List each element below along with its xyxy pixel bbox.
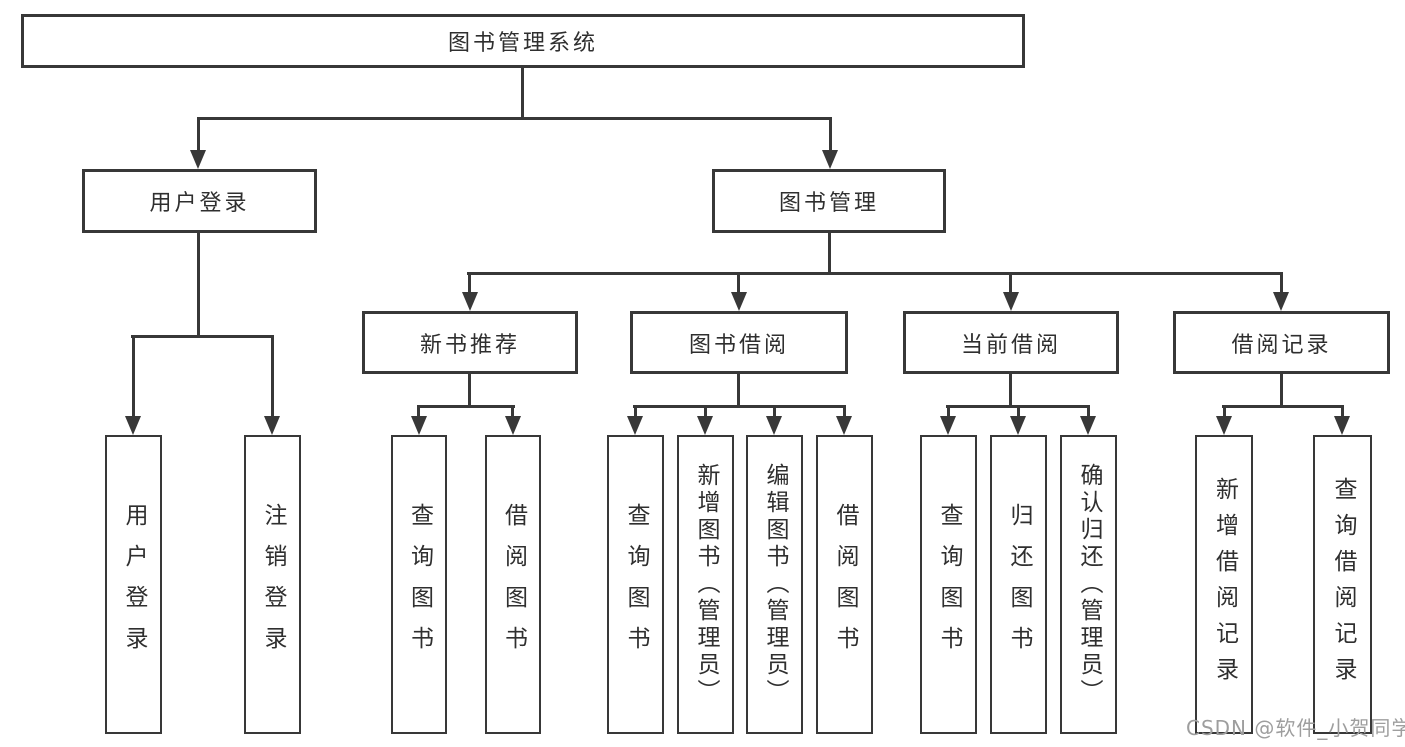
hline [467,272,1282,275]
vline [468,372,471,408]
leaf-label: 编辑图书（管理员） [762,463,788,706]
vline [417,405,420,418]
arrowhead-down-icon [731,292,747,311]
vline [1223,405,1226,418]
arrowhead-down-icon [264,416,280,435]
leaf-label: 注销登录 [260,502,286,667]
arrowhead-down-icon [766,416,782,435]
watermark: CSDN @软件_小贺同学 [1186,716,1405,740]
leaf-query-books-recommend: 查询图书 [391,435,447,734]
vline [197,117,200,153]
vline [468,272,471,295]
node-root-library-system: 图书管理系统 [21,14,1025,68]
vline [829,117,832,153]
hline [417,405,515,408]
arrowhead-down-icon [1216,416,1232,435]
leaf-label: 新增图书（管理员） [693,463,719,706]
vline [197,231,200,338]
leaf-borrow-books-borrowing: 借阅图书 [816,435,873,734]
arrowhead-down-icon [1003,292,1019,311]
leaf-query-books-borrowing: 查询图书 [607,435,664,734]
vline [704,405,707,418]
arrowhead-down-icon [190,150,206,169]
vline [634,405,637,418]
arrowhead-down-icon [1334,416,1350,435]
vline [511,405,514,418]
vline [1280,372,1283,408]
leaf-logout: 注销登录 [244,435,301,734]
leaf-user-login: 用户登录 [105,435,162,734]
vline [1009,372,1012,408]
vline [737,372,740,408]
hline [197,117,831,120]
vline [843,405,846,418]
leaf-return-book: 归还图书 [990,435,1047,734]
leaf-label: 查询图书 [406,502,433,667]
leaf-label: 新增借阅记录 [1211,476,1238,693]
node-new-book-recommend: 新书推荐 [362,311,578,374]
vline [1280,272,1283,295]
leaf-label: 借阅图书 [500,502,527,667]
vline [1017,405,1020,418]
leaf-label: 查询借阅记录 [1330,476,1356,693]
node-book-management: 图书管理 [712,169,946,233]
leaf-label: 确认归还（管理员） [1076,463,1102,706]
hline [633,405,846,408]
hline [131,335,274,338]
leaf-edit-book-admin: 编辑图书（管理员） [746,435,803,734]
leaf-query-books-current: 查询图书 [920,435,977,734]
leaf-add-borrow-record: 新增借阅记录 [1195,435,1253,734]
arrowhead-down-icon [822,150,838,169]
node-book-borrowing: 图书借阅 [630,311,848,374]
leaf-label: 用户登录 [121,502,147,667]
arrowhead-down-icon [940,416,956,435]
node-user-login: 用户登录 [82,169,317,233]
arrowhead-down-icon [627,416,643,435]
leaf-label: 借阅图书 [832,502,858,667]
vline [1009,272,1012,295]
leaf-borrow-books-recommend: 借阅图书 [485,435,541,734]
arrowhead-down-icon [1080,416,1096,435]
arrowhead-down-icon [1273,292,1289,311]
hline [1222,405,1344,408]
arrowhead-down-icon [462,292,478,311]
arrowhead-down-icon [697,416,713,435]
vline [521,66,524,120]
leaf-confirm-return-admin: 确认归还（管理员） [1060,435,1117,734]
vline [828,231,831,275]
arrowhead-down-icon [836,416,852,435]
vline [773,405,776,418]
node-current-borrowing: 当前借阅 [903,311,1119,374]
vline [737,272,740,295]
vline [1341,405,1344,418]
arrowhead-down-icon [1010,416,1026,435]
vline [132,335,135,418]
arrowhead-down-icon [411,416,427,435]
vline [1087,405,1090,418]
vline [271,335,274,418]
leaf-label: 归还图书 [1006,502,1032,667]
leaf-query-borrow-record: 查询借阅记录 [1313,435,1372,734]
leaf-label: 查询图书 [936,502,962,667]
arrowhead-down-icon [505,416,521,435]
leaf-add-book-admin: 新增图书（管理员） [677,435,734,734]
vline [947,405,950,418]
node-borrowing-records: 借阅记录 [1173,311,1390,374]
arrowhead-down-icon [125,416,141,435]
leaf-label: 查询图书 [623,502,649,667]
